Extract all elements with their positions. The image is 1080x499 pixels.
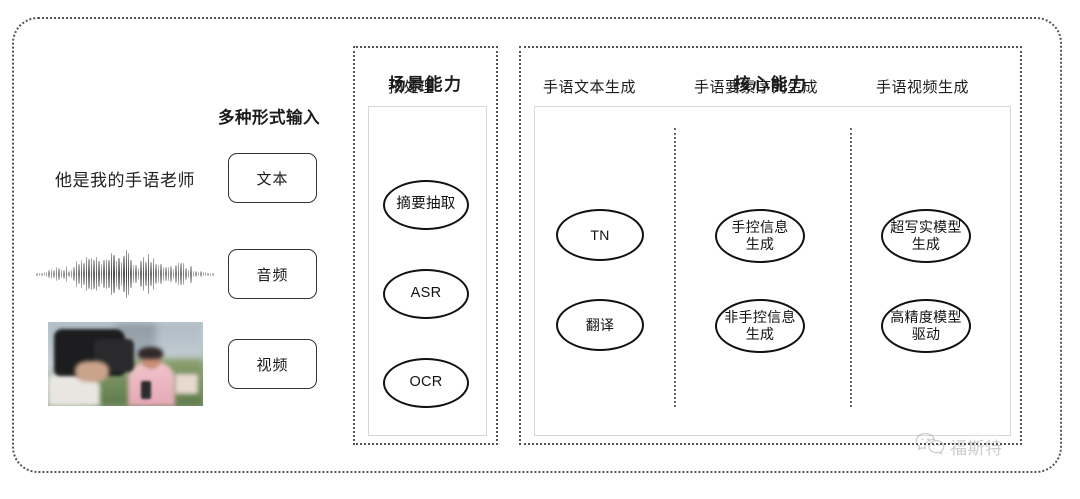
core-node-non-manual-info-generation-label: 非手控信息 生成 [724, 309, 796, 342]
core-node-manual-info-generation-label: 手控信息 生成 [731, 219, 789, 252]
scene-node-ocr[interactable]: OCR [383, 358, 469, 408]
core-node-hyperrealistic-model-generation[interactable]: 超写实模型 生成 [881, 209, 971, 263]
core-node-tn-label: TN [590, 226, 610, 243]
text-sample: 他是我的手语老师 [55, 170, 195, 190]
input-row-audio: 音频 [30, 244, 330, 304]
wechat-icon [915, 432, 945, 461]
core-column-heading-sign-element-sequence-generation: 手语要素序列生成 [694, 79, 819, 96]
thumb-microphone [140, 380, 152, 400]
core-column-heading-sign-text-generation: 手语文本生成 [543, 79, 637, 96]
core-node-high-precision-model-driving[interactable]: 高精度模型 驱动 [881, 299, 971, 353]
thumb-reporter-hair [138, 347, 163, 359]
core-node-non-manual-info-generation[interactable]: 非手控信息 生成 [715, 299, 805, 353]
input-button-video[interactable]: 视频 [228, 339, 317, 389]
core-node-tn[interactable]: TN [556, 209, 644, 261]
watermark-text: 福斯特 [950, 439, 1003, 458]
scene-node-asr[interactable]: ASR [383, 269, 469, 319]
input-button-audio[interactable]: 音频 [228, 249, 317, 299]
scene-panel-title: 场景能力 [388, 75, 463, 94]
text-sample-wrapper: 他是我的手语老师 [30, 166, 220, 191]
video-sample-wrapper [30, 322, 220, 406]
core-node-hyperrealistic-model-generation-label: 超写实模型 生成 [890, 219, 962, 252]
scene-node-summary-extraction[interactable]: 摘要抽取 [383, 180, 469, 230]
input-section: 多种形式输入 他是我的手语老师 文本 音频 [30, 60, 330, 440]
input-row-video: 视频 [30, 322, 330, 406]
core-panel-inner-box [534, 106, 1011, 436]
watermark: 福斯特 [915, 432, 1003, 461]
core-column-divider-1 [674, 128, 676, 407]
video-thumbnail [47, 322, 203, 406]
core-capability-panel: 核心能力 [519, 46, 1022, 445]
input-row-text: 他是我的手语老师 文本 [30, 148, 330, 208]
input-section-heading: 多种形式输入 [218, 109, 320, 127]
core-panel-title: 核心能力 [733, 75, 808, 94]
thumb-reporter-body [128, 362, 175, 406]
audio-waveform-icon [36, 246, 214, 302]
thumb-camera-hand [75, 360, 110, 383]
core-column-divider-2 [850, 128, 852, 407]
scene-group-heading: 预处理 [388, 79, 435, 96]
audio-sample-wrapper [30, 246, 220, 302]
core-column-heading-sign-video-generation: 手语视频生成 [876, 79, 970, 96]
diagram-outer-frame [12, 17, 1062, 473]
input-button-text[interactable]: 文本 [228, 153, 317, 203]
core-node-manual-info-generation[interactable]: 手控信息 生成 [715, 209, 805, 263]
core-node-translation-label: 翻译 [585, 316, 615, 333]
core-node-translation[interactable]: 翻译 [556, 299, 644, 351]
core-node-high-precision-model-driving-label: 高精度模型 驱动 [890, 309, 962, 342]
thumb-paper [174, 374, 198, 395]
